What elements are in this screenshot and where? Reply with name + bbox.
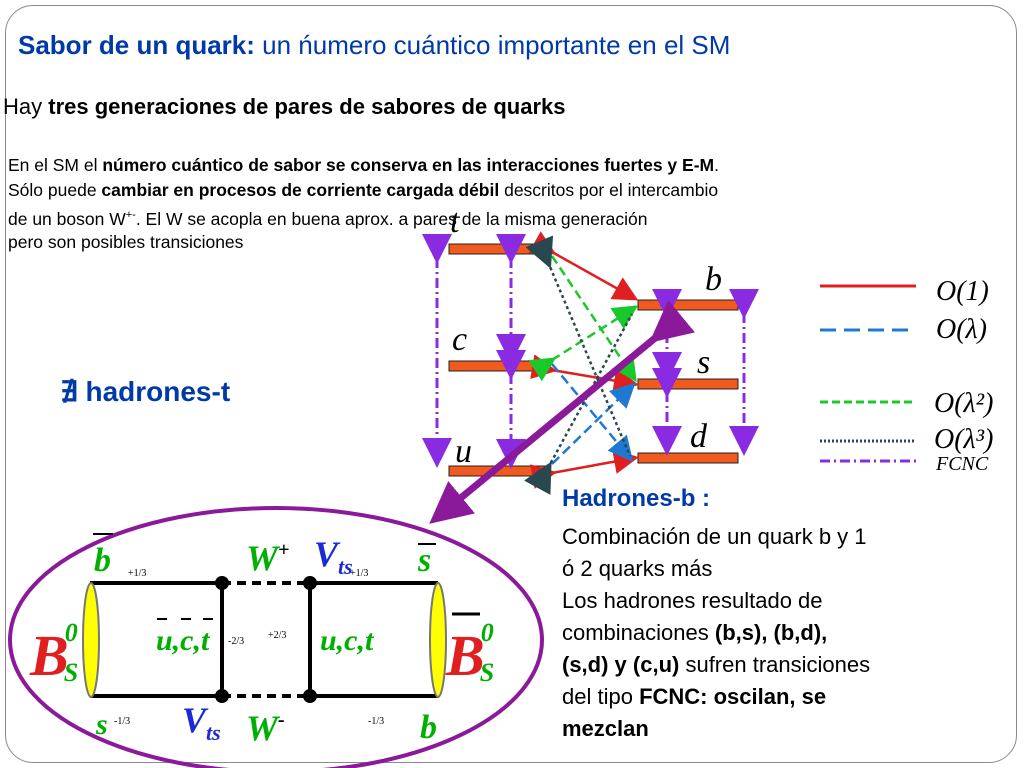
hb-line-4-pre: combinaciones xyxy=(562,620,715,645)
title-bold: Sabor de un quark: xyxy=(18,30,255,60)
hb-line-4-bold: (b,s), (b,d), xyxy=(714,620,828,645)
charge-bot-right: -1/3 xyxy=(368,716,384,727)
body-line-2-post: descritos por el intercambio xyxy=(499,180,719,200)
charge-top-right: +1/3 xyxy=(350,568,368,579)
body-line-1: En el SM el número cuántico de sabor se … xyxy=(8,155,719,176)
title-rest: un ńumero cuántico importante en el SM xyxy=(254,30,731,60)
hb-line-5-post: sufren transiciones xyxy=(679,652,871,677)
hadrones-b-title: Hadrones-b : xyxy=(562,485,711,512)
t-level-bar xyxy=(448,243,550,255)
vertex-tl xyxy=(215,576,229,590)
hb-line-2: ó 2 quarks más xyxy=(562,553,870,585)
body-line-3-sup: +- xyxy=(125,209,136,221)
body-line-1-bold: número cuántico de sabor se conserva en … xyxy=(102,155,715,175)
quark-t-label: t xyxy=(450,203,461,240)
charge-top-left: +1/3 xyxy=(128,568,146,579)
charges: +1/3 +1/3 -1/3 -1/3 -2/3 +2/3 xyxy=(114,568,384,727)
b-bar-label: b xyxy=(94,542,111,579)
legend-label-o1: O(1) xyxy=(936,276,989,307)
hb-line-6: del tipo FCNC: oscilan, se xyxy=(562,681,870,713)
b-label: b xyxy=(420,709,437,746)
v-ts-top-label: Vts xyxy=(314,534,353,579)
bs-left-blob xyxy=(82,582,100,698)
charge-bot-left: -1/3 xyxy=(114,716,130,727)
charge-mid-right: +2/3 xyxy=(268,630,286,641)
body-line-4-pre: pero son posibles transiciones xyxy=(8,232,244,252)
hb-line-1: Combinación de un quark b y 1 xyxy=(562,521,870,553)
hb-line-5: (s,d) y (c,u) sufren transiciones xyxy=(562,649,870,681)
hb-line-1-pre: Combinación de un quark b y 1 xyxy=(562,524,867,549)
hb-line-6-bold: FCNC: oscilan, se xyxy=(639,684,827,709)
generations-prefix: Hay xyxy=(3,94,49,119)
s-bar-label: s xyxy=(417,542,431,579)
legend-label-olambda: O(λ) xyxy=(936,314,987,345)
quark-u-label: u xyxy=(455,433,472,470)
body-line-2-pre: Sólo puede xyxy=(8,180,102,200)
slide-frame xyxy=(5,5,1017,763)
body-line-1-pre: En el SM el xyxy=(8,155,103,175)
body-line-3-post: . El W se acopla en buena aprox. a pares… xyxy=(135,208,648,229)
body-line-1-post: . xyxy=(714,155,719,175)
box-diagram-ellipse xyxy=(8,506,544,768)
page-title: Sabor de un quark: un ńumero cuántico im… xyxy=(18,30,730,61)
ucl-bar-label: u,c,t xyxy=(156,624,211,657)
d-level-bar xyxy=(637,452,739,464)
hb-line-7: mezclan xyxy=(562,713,870,745)
generations-bold: tres generaciones de pares de sabores de… xyxy=(48,94,566,119)
body-line-2: Sólo puede cambiar en procesos de corrie… xyxy=(8,180,718,201)
quark-s-label: s xyxy=(697,344,710,381)
c-level-bar xyxy=(448,360,550,372)
vertex-br xyxy=(303,689,317,703)
body-line-2-bold: cambiar en procesos de corriente cargada… xyxy=(101,180,500,200)
vertex-bl xyxy=(215,689,229,703)
hb-line-3-pre: Los hadrones resultado de xyxy=(562,588,823,613)
body-line-3: de un boson W+-. El W se acopla en buena… xyxy=(8,205,648,230)
hb-line-3: Los hadrones resultado de xyxy=(562,585,870,617)
hb-line-7-bold: mezclan xyxy=(562,716,649,741)
legend-label-olambda3: O(λ³) xyxy=(934,424,993,455)
body-line-3-pre: de un boson W xyxy=(8,208,126,229)
generations-line: Hay tres generaciones de pares de sabore… xyxy=(3,94,566,120)
legend: O(1) O(λ) O(λ²) O(λ³) FCNC xyxy=(820,276,993,475)
bs-right-blob xyxy=(429,582,447,698)
hadrones-b-text: Combinación de un quark b y 1 ó 2 quarks… xyxy=(562,521,870,745)
legend-label-olambda2: O(λ²) xyxy=(934,388,993,419)
body-line-4: pero son posibles transiciones xyxy=(8,232,243,253)
s-label: s xyxy=(95,708,108,741)
w-plus-label: W+ xyxy=(246,538,289,578)
hb-line-2-pre: ó 2 quarks más xyxy=(562,556,713,581)
quark-c-label: c xyxy=(452,321,467,358)
purple-double-arrow xyxy=(429,299,695,524)
vertex-tr xyxy=(303,576,317,590)
hb-line-6-pre: del tipo xyxy=(562,684,640,709)
hb-line-5-bold: (s,d) y (c,u) xyxy=(562,652,680,677)
legend-label-fcnc: FCNC xyxy=(935,453,989,475)
quark-d-label: d xyxy=(690,418,708,455)
b-level-bar xyxy=(637,299,739,311)
no-t-hadrons-label: ∄ hadrones-t xyxy=(60,376,231,407)
quark-b-label: b xyxy=(705,261,722,298)
hb-line-4: combinaciones (b,s), (b,d), xyxy=(562,617,870,649)
ucr-label: u,c,t xyxy=(320,624,375,657)
w-minus-label: W- xyxy=(246,708,285,748)
v-ts-bottom-label: Vts xyxy=(182,700,221,745)
s-level-bar xyxy=(637,378,739,390)
charge-mid-left: -2/3 xyxy=(228,636,244,647)
